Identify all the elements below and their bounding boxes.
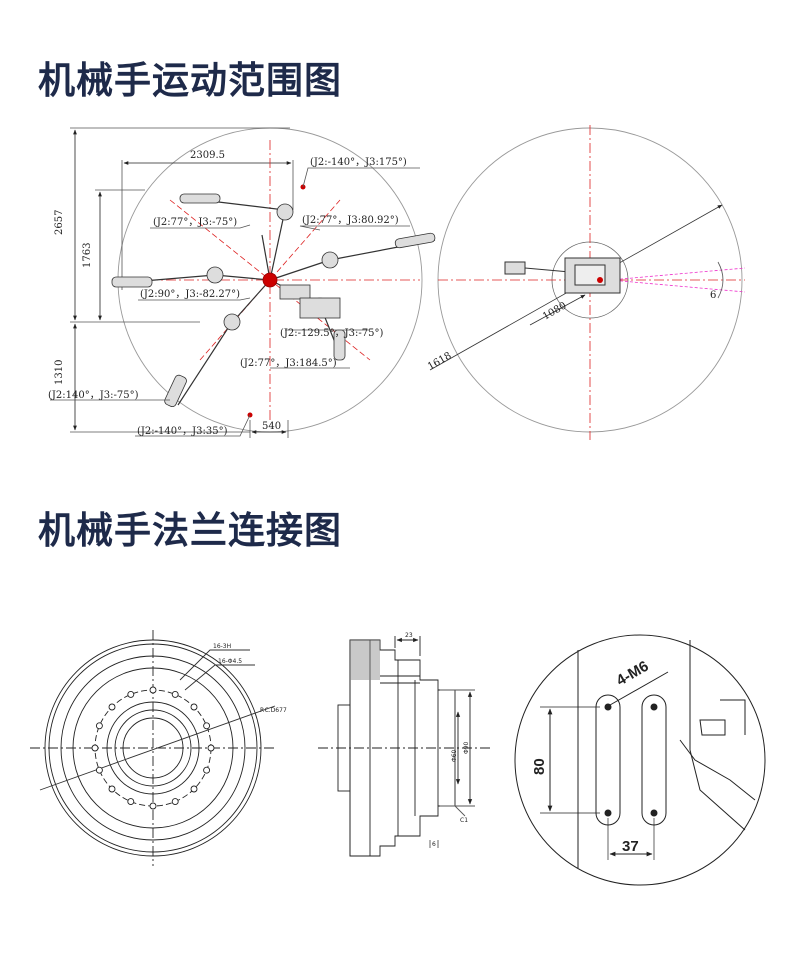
- flange-connection-title: 机械手法兰连接图: [38, 509, 342, 552]
- slot-height-label: 80: [531, 758, 548, 775]
- dim-base-offset: 540: [262, 421, 281, 432]
- pose-label: (J2:140°，J3:-75°): [48, 390, 139, 401]
- pose-label: (J2:-140°，J3:35°): [137, 426, 228, 437]
- flange-bolt-holes: [91, 686, 215, 810]
- dim-angle: 6: [710, 290, 716, 301]
- flange-hole-label: 16-Φ4.5: [218, 658, 242, 665]
- side-view-drawing: [50, 127, 436, 438]
- flange-chamfer-label: C1: [460, 817, 468, 824]
- pose-label: (J2:77°，J3:184.5°): [240, 358, 337, 369]
- flange-pcd-label: P.C.D677: [260, 707, 287, 714]
- dim-outer-radius: 1618: [426, 350, 454, 372]
- slot-spacing-label: 37: [622, 838, 639, 855]
- flange-front-view: [30, 630, 276, 866]
- pose-label: (J2:90°，J3:-82.27°): [140, 289, 240, 300]
- pose-label: (J2:77°，J3:-75°): [153, 217, 237, 228]
- flange-depth-label: 23: [405, 632, 413, 639]
- motion-range-title: 机械手运动范围图: [38, 59, 342, 102]
- pose-label: (J2:-140°，J3:175°): [310, 157, 407, 168]
- dim-total-height: 2657: [54, 210, 65, 235]
- dim-upper-height: 1763: [82, 243, 93, 268]
- dim-top-radius: 1080: [541, 300, 569, 322]
- dim-reach-width: 2309.5: [190, 150, 225, 161]
- flange-side-view: [318, 636, 490, 857]
- flange-detail-view: [514, 634, 766, 886]
- pose-label: (J2:77°，J3:80.92°): [302, 215, 399, 226]
- top-view-drawing: [429, 125, 746, 440]
- dim-lower-height: 1310: [54, 360, 65, 385]
- flange-step-label: 6: [432, 841, 436, 848]
- flange-inner-dia-label: Φ60: [451, 749, 458, 762]
- flange-outer-dia-label: Φ90: [463, 741, 470, 754]
- flange-thread-label: 16-3H: [213, 643, 231, 650]
- pose-label: (J2:-129.5°，J3:-75°): [280, 328, 383, 339]
